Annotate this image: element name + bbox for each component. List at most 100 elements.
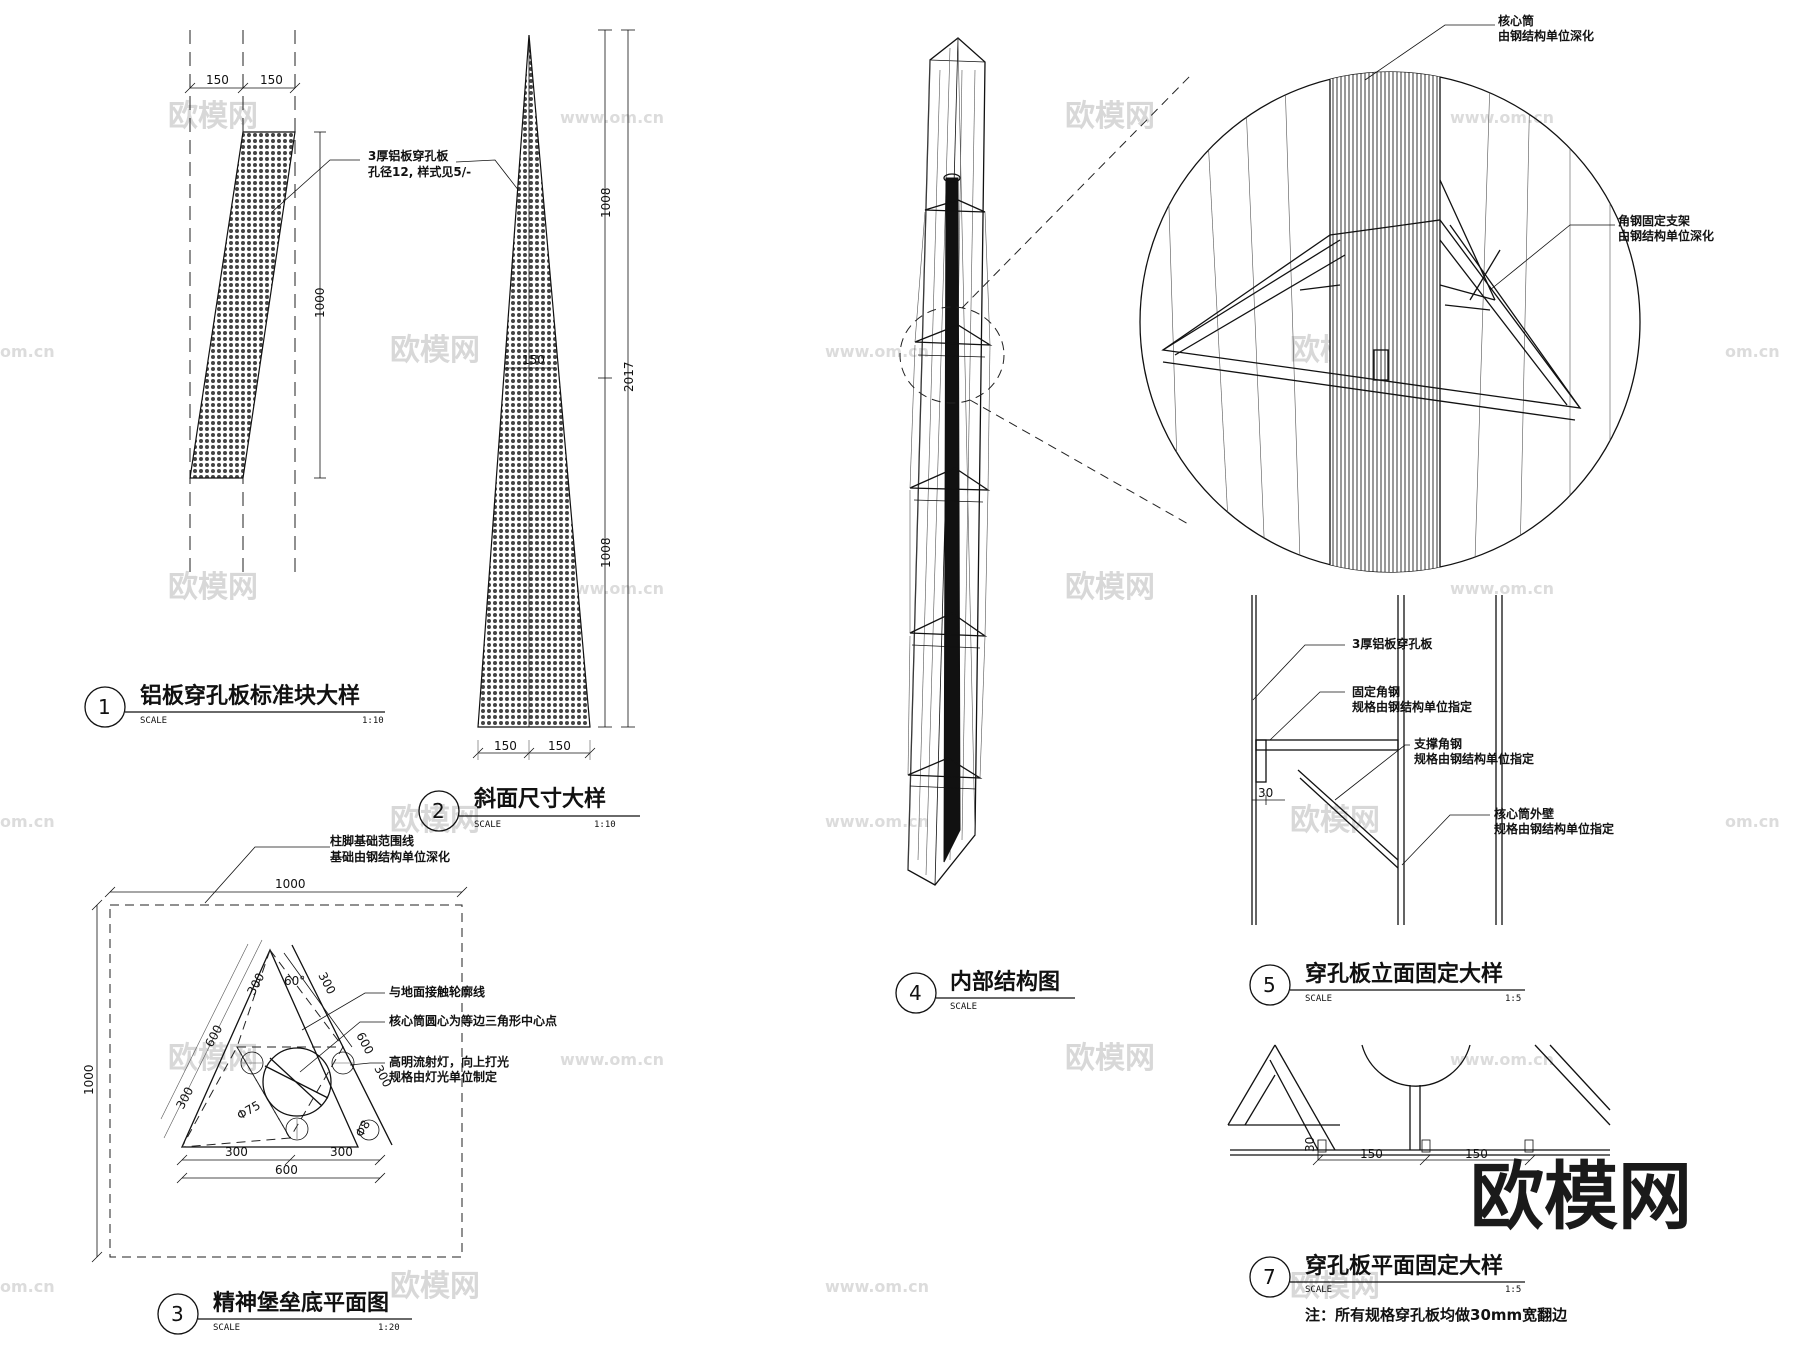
dim-mid: 150 [522, 353, 545, 367]
watermark-brand: 欧模网 [390, 803, 480, 838]
dim-1000: 1000 [275, 877, 306, 891]
watermark-site: www.om.cn [560, 108, 664, 127]
detail-title: 内部结构图 [950, 969, 1060, 995]
dim-upper: 1008 [599, 187, 613, 218]
note-panel: 3厚铝板穿孔板 [1352, 636, 1433, 651]
note-panel-hole: 孔径12, 样式见5/- [368, 164, 471, 179]
detail-number: 1 [98, 695, 111, 719]
detail-7-plan-fixing: 150 150 30 7 穿孔板平面固定大样 SCALE 1:5 注：所有规格穿… [1227, 1044, 1611, 1324]
dim-1000: 1000 [313, 287, 327, 318]
note-bracket-2: 由钢结构单位深化 [1618, 228, 1714, 243]
scale-label: SCALE [1305, 994, 1332, 1004]
dim-1000: 1000 [82, 1064, 96, 1095]
core-tube [943, 177, 961, 863]
dim-300: 300 [244, 971, 267, 998]
dim-150: 150 [260, 73, 283, 87]
dim-150: 150 [1465, 1147, 1488, 1161]
note-foundation: 柱脚基础范围线 [330, 833, 414, 848]
detail-title: 斜面尺寸大样 [473, 786, 606, 812]
dim-phi-small: Φ8 [352, 1118, 373, 1140]
watermark-site: www.om.cn [1450, 108, 1554, 127]
scale-label: SCALE [213, 1323, 240, 1333]
dim-30: 30 [1303, 1137, 1317, 1152]
note-contact: 与地面接触轮廓线 [389, 984, 485, 999]
scale-value: 1:10 [594, 820, 616, 830]
detail-3-base-plan: 1000 1000 柱脚基础范围线 基础由钢结构单位深化 600 300 300… [82, 833, 557, 1335]
perforated-panel [189, 131, 296, 479]
watermark-brand: 欧模网 [1290, 803, 1380, 838]
watermark-brand: 欧模网 [1065, 570, 1155, 605]
watermark-brand: 欧模网 [390, 1269, 480, 1304]
watermark-brand: 欧模网 [1065, 1041, 1155, 1076]
general-note: 注：所有规格穿孔板均做30mm宽翻边 [1305, 1306, 1568, 1324]
detail-number: 4 [909, 981, 922, 1005]
detail-number: 2 [432, 799, 445, 823]
dim-300: 300 [173, 1085, 196, 1112]
note-core-2: 由钢结构单位深化 [1498, 28, 1594, 43]
watermark-site: om.cn [0, 812, 55, 831]
detail-title: 穿孔板立面固定大样 [1305, 961, 1503, 987]
dim-150: 150 [494, 739, 517, 753]
watermark-site: om.cn [1725, 812, 1780, 831]
watermark-site: www.om.cn [825, 342, 929, 361]
note-foundation-2: 基础由钢结构单位深化 [329, 849, 450, 864]
dim-30: 30 [1258, 786, 1273, 800]
dim-600: 600 [275, 1163, 298, 1177]
dim-300: 300 [315, 970, 338, 997]
dim-phi: Φ75 [235, 1098, 263, 1122]
detail-number: 7 [1263, 1265, 1276, 1289]
note-fix-angle: 固定角钢 [1352, 684, 1400, 699]
detail-4-internal-structure: 核心筒 由钢结构单位深化 角钢固定支架 由钢结构单位深化 4 内部结构图 SCA… [895, 13, 1714, 1014]
scale-value: 1:5 [1505, 1285, 1521, 1295]
dim-300: 300 [330, 1145, 353, 1159]
watermark-corner-logo: 欧模网 [1470, 1154, 1692, 1240]
watermark-brand: 欧模网 [168, 99, 258, 134]
note-core-wall: 核心筒外壁 [1494, 806, 1554, 821]
note-support-angle-2: 规格由钢结构单位指定 [1414, 751, 1534, 766]
watermark-brand: 欧模网 [1290, 1269, 1380, 1304]
watermark-brand: 欧模网 [168, 570, 258, 605]
dim-150: 150 [1360, 1147, 1383, 1161]
dim-total: 2017 [622, 361, 636, 392]
scale-value: 1:5 [1505, 994, 1521, 1004]
detail-number: 3 [171, 1302, 184, 1326]
dim-300: 300 [225, 1145, 248, 1159]
scale-value: 1:10 [362, 716, 384, 726]
spire-panel [477, 34, 591, 728]
dim-150: 150 [206, 73, 229, 87]
note-bracket: 角钢固定支架 [1618, 213, 1690, 228]
watermark-site: www.om.cn [1450, 579, 1554, 598]
watermark-site: om.cn [0, 1277, 55, 1296]
watermark-site: www.om.cn [825, 812, 929, 831]
scale-value: 1:20 [378, 1323, 400, 1333]
watermark-site: www.om.cn [560, 1050, 664, 1069]
detail-2-slope: 150 1008 1008 2017 150 150 2 斜面尺寸大样 SCAL… [418, 29, 640, 832]
watermark-brand: 欧模网 [1065, 99, 1155, 134]
scale-label: SCALE [140, 716, 167, 726]
angle-60: 60° [284, 974, 305, 988]
note-core: 核心筒 [1498, 13, 1534, 28]
detail-number: 5 [1263, 973, 1276, 997]
note-light: 高明流射灯，向上打光 [389, 1054, 509, 1069]
note-support-angle: 支撑角钢 [1413, 736, 1462, 751]
note-panel: 3厚铝板穿孔板 [368, 148, 449, 163]
scale-label: SCALE [1305, 1285, 1332, 1295]
watermark-brand: 欧模网 [390, 333, 480, 368]
watermark-site: om.cn [1725, 342, 1780, 361]
note-light-2: 规格由灯光单位制定 [389, 1069, 497, 1084]
dim-150: 150 [548, 739, 571, 753]
detail-5-elevation-fixing: 30 3厚铝板穿孔板 固定角钢 规格由钢结构单位指定 支撑角钢 规格由钢结构单位… [1249, 595, 1614, 1006]
dim-600: 600 [353, 1030, 376, 1057]
watermark-site: www.om.cn [1450, 1050, 1554, 1069]
detail-magnified [1161, 72, 1611, 572]
note-core-wall-2: 规格由钢结构单位指定 [1494, 821, 1614, 836]
watermark-site: om.cn [0, 342, 55, 361]
core-tube-magnified [1330, 72, 1440, 572]
note-core-center: 核心筒圆心为等边三角形中心点 [389, 1013, 557, 1028]
bracket-rings [907, 199, 993, 790]
watermark-layer: 欧模网 www.om.cn 欧模网 www.om.cn om.cn 欧模网 ww… [0, 99, 1780, 1304]
note-fix-angle-2: 规格由钢结构单位指定 [1352, 699, 1472, 714]
watermark-site: www.om.cn [560, 579, 664, 598]
detail-title: 铝板穿孔板标准块大样 [140, 683, 360, 709]
